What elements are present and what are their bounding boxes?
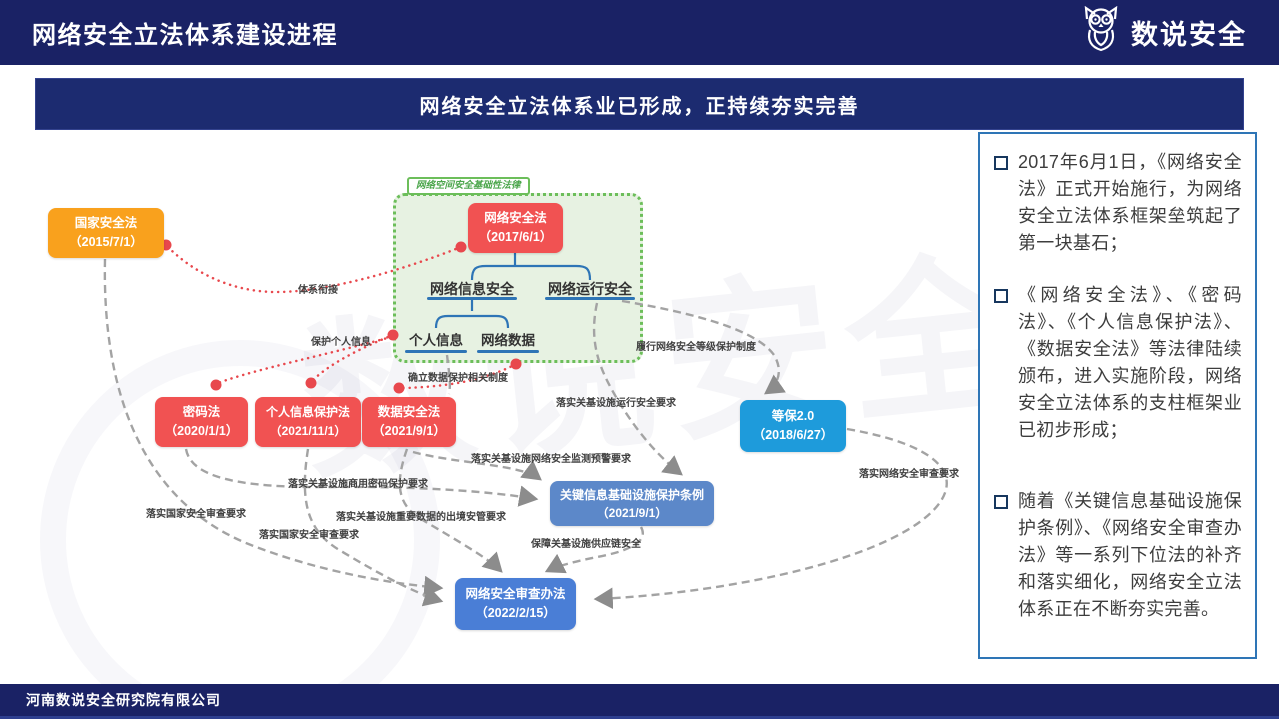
footer-company: 河南数说安全研究院有限公司 [26,692,221,708]
square-bullet-icon [994,156,1008,170]
node-mlps-2: 等保2.0 （2018/6/27） [740,400,846,452]
branch-network-data: 网络数据 [481,333,535,348]
branch-network-info-security: 网络信息安全 [430,281,514,297]
edge-label-commercial-crypto: 落实关基设施商用密码保护要求 [288,479,428,490]
underline [427,297,517,300]
edge-label-ciip-monitoring: 落实关基设施网络安全监测预警要求 [471,454,631,465]
edge-label-protect-personal-info: 保护个人信息 [311,337,371,348]
node-data-security-law: 数据安全法 （2021/9/1） [362,397,456,447]
edge-label-national-review-1: 落实国家安全审查要求 [146,509,246,520]
brand: 数说安全 [1080,5,1247,59]
node-label: 密码法 [182,404,221,419]
square-bullet-icon [994,495,1008,509]
edge-label-ciip-operation: 落实关基设施运行安全要求 [556,398,676,409]
summary-panel: 2017年6月1日，《网络安全法》正式开始施行，为网络安全立法体系框架垒筑起了第… [978,132,1257,659]
owl-logo-icon [1080,5,1122,59]
node-label: 个人信息保护法 [265,405,350,420]
node-date: （2017/6/1） [478,230,553,244]
bullet-text: 《网络安全法》、《密码法》、《个人信息保护法》、《数据安全法》等法律陆续颁布，进… [1018,285,1242,440]
footer-bar: 河南数说安全研究院有限公司 [0,684,1279,719]
node-date: （2021/9/1） [596,505,668,520]
edge-label-system-link: 体系衔接 [298,285,338,296]
node-date: （2020/1/1） [164,424,239,438]
underline [405,350,467,353]
edge-label-supply-chain: 保障关基设施供应链安全 [531,539,641,550]
node-personal-info-protection-law: 个人信息保护法 （2021/11/1） [255,397,361,447]
section-banner: 网络安全立法体系业已形成，正持续夯实完善 [35,78,1244,130]
node-date: （2021/11/1） [269,424,347,438]
header-bar: 网络安全立法体系建设进程 数说安全 [0,0,1279,65]
banner-text: 网络安全立法体系业已形成，正持续夯实完善 [419,95,860,118]
edge-label-mlps-duty: 履行网络安全等级保护制度 [636,342,756,353]
node-national-security-law: 国家安全法 （2015/7/1） [48,208,164,258]
edge-label-national-review-2: 落实国家安全审查要求 [259,530,359,541]
edge-label-data-export: 落实关基设施重要数据的出境安管要求 [336,512,506,523]
bullet-item: 《网络安全法》、《密码法》、《个人信息保护法》、《数据安全法》等法律陆续颁布，进… [994,282,1242,444]
bullet-text: 随着《关键信息基础设施保护条例》、《网络安全审查办法》等一系列下位法的补齐和落实… [1018,491,1242,619]
square-bullet-icon [994,289,1008,303]
node-cybersecurity-review-measures: 网络安全审查办法 （2022/2/15） [455,578,576,630]
edge-label-data-protection-system: 确立数据保护相关制度 [408,373,508,384]
bullet-text: 2017年6月1日，《网络安全法》正式开始施行，为网络安全立法体系框架垒筑起了第… [1018,152,1242,253]
bullet-item: 2017年6月1日，《网络安全法》正式开始施行，为网络安全立法体系框架垒筑起了第… [994,149,1242,257]
node-label: 国家安全法 [74,215,138,230]
node-date: （2015/7/1） [69,235,143,249]
node-cryptography-law: 密码法 （2020/1/1） [155,397,248,447]
node-date: （2022/2/15） [475,606,556,620]
branch-personal-info: 个人信息 [409,333,463,348]
brand-name: 数说安全 [1131,20,1247,50]
node-date: （2018/6/27） [752,428,834,442]
node-label: 网络安全审查办法 [465,586,566,601]
basic-law-group-label: 网络空间安全基础性法律 [407,177,530,195]
underline [545,297,635,300]
node-label: 数据安全法 [377,404,441,419]
edge-label-cyber-review: 落实网络安全审查要求 [859,469,959,480]
branch-network-operation-security: 网络运行安全 [548,281,632,297]
node-cybersecurity-law: 网络安全法 （2017/6/1） [468,203,563,253]
bullet-item: 随着《关键信息基础设施保护条例》、《网络安全审查办法》等一系列下位法的补齐和落实… [994,488,1242,623]
page-title: 网络安全立法体系建设进程 [32,22,338,49]
node-label: 等保2.0 [771,408,815,423]
node-label: 关键信息基础设施保护条例 [559,487,704,502]
underline [477,350,539,353]
node-ciip-regulation: 关键信息基础设施保护条例 （2021/9/1） [550,481,714,526]
node-label: 网络安全法 [484,210,547,225]
node-date: （2021/9/1） [372,424,446,438]
